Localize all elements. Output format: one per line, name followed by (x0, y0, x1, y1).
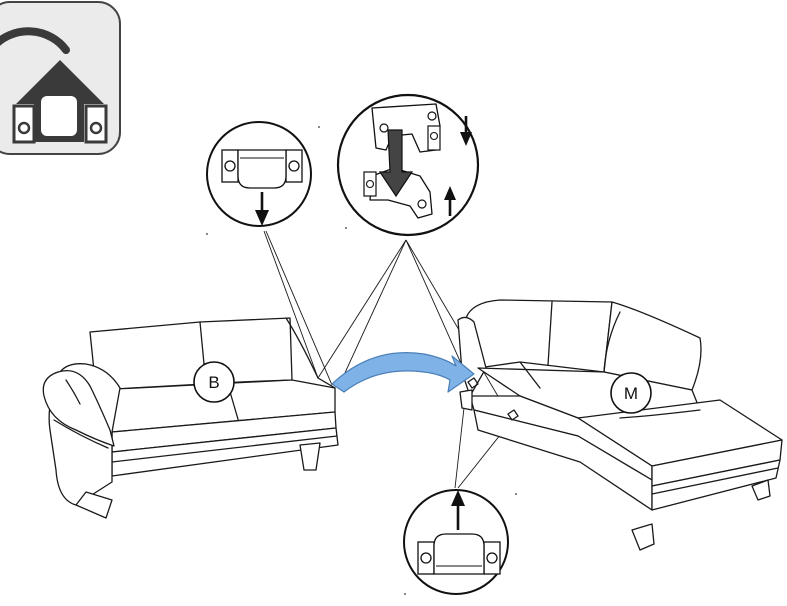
sofa-module-m (458, 300, 782, 550)
corner-connect-icon (0, 2, 120, 154)
label-m: M (611, 373, 651, 413)
connector-down-icon (207, 122, 311, 226)
label-b: B (194, 362, 234, 402)
label-m-text: M (624, 384, 638, 403)
move-arrow (332, 353, 474, 392)
connector-up-icon (404, 490, 508, 594)
sofa-module-b (43, 318, 338, 518)
connector-engage-icon (338, 95, 478, 235)
label-b-text: B (208, 373, 219, 392)
